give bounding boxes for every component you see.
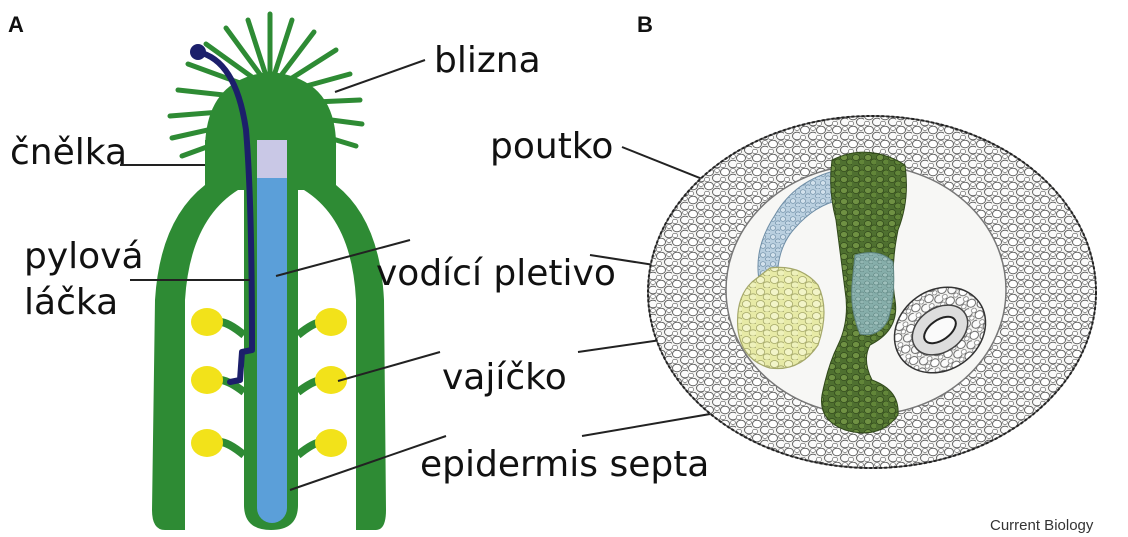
ovule <box>191 366 223 394</box>
label-transmitting-tract: vodící pletivo <box>376 253 616 294</box>
pollen-grain <box>190 44 206 60</box>
label-pollen-tube-line2: láčka <box>24 282 118 323</box>
transmitting-tract <box>257 178 287 523</box>
ovule <box>315 429 347 457</box>
credit-text: Current Biology <box>990 517 1094 534</box>
label-stigma: blizna <box>434 40 541 81</box>
ovary-cross-section <box>648 116 1096 468</box>
panel-b-letter: B <box>637 12 653 37</box>
label-funiculus: poutko <box>490 126 613 167</box>
label-septum-epidermis: epidermis septa <box>420 444 709 485</box>
label-ovule: vajíčko <box>442 357 567 398</box>
ovule <box>315 308 347 336</box>
panel-a-letter: A <box>8 12 24 37</box>
ovule <box>191 429 223 457</box>
ovule <box>191 308 223 336</box>
label-style: čnělka <box>10 132 127 173</box>
pistil-diagram <box>152 14 386 530</box>
label-pollen-tube-line1: pylová <box>24 236 144 277</box>
